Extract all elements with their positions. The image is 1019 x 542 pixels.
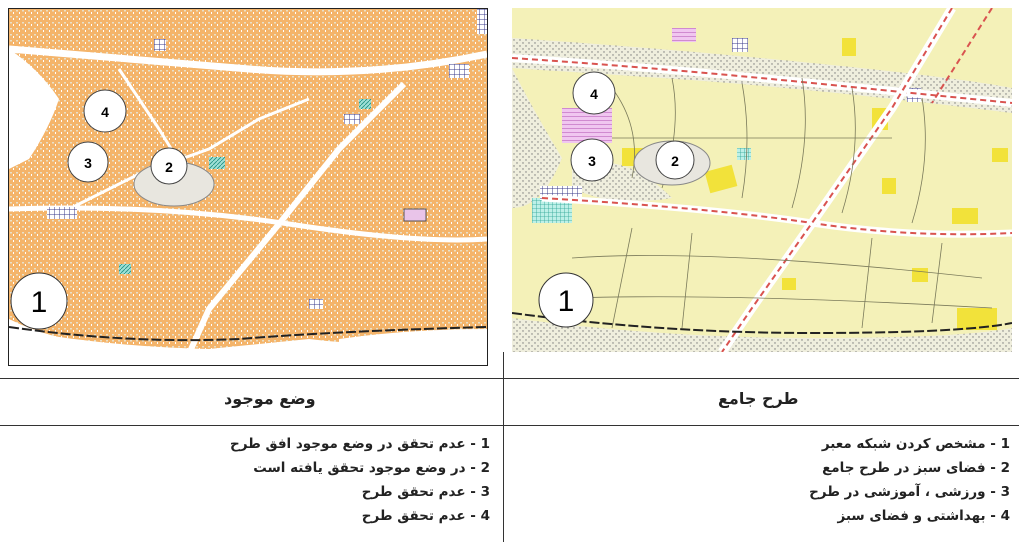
master-plan-title: طرح جامع (718, 389, 799, 408)
plan-zone-1-marker: 1 (538, 272, 594, 328)
svg-text:4: 4 (590, 86, 598, 102)
existing-legend-item: 1 - عدم تحقق در وضع موجود افق طرح (230, 436, 490, 452)
plan-legend-item: 1 - مشخص کردن شبکه معبر (821, 436, 1010, 452)
existing-legend-item: 4 - عدم تحقق طرح (361, 508, 490, 524)
master-plan-map-graphic: 4 3 2 1 (512, 8, 1012, 352)
plan-legend-item: 3 - ورزشی ، آموزشی در طرح (809, 484, 1010, 500)
column-separator (503, 352, 504, 542)
existing-condition-map: 4 3 2 1 (8, 8, 488, 366)
existing-title: وضع موجود (224, 389, 316, 408)
svg-text:3: 3 (84, 155, 92, 171)
plan-zone-3-marker: 3 (570, 138, 614, 182)
master-plan-map: 4 3 2 1 (512, 8, 1012, 352)
master-plan-header: طرح جامع (504, 378, 1019, 426)
existing-legend-item: 2 - در وضع موجود تحقق یافته است (253, 460, 490, 476)
svg-text:2: 2 (671, 153, 679, 169)
existing-zone-1-marker: 1 (10, 272, 68, 330)
existing-header: وضع موجود (0, 378, 504, 426)
master-plan-legend: 1 - مشخص کردن شبکه معبر 2 - فضای سبز در … (772, 432, 1010, 528)
plan-legend-item: 4 - بهداشتی و فضای سبز (837, 508, 1010, 524)
existing-legend: 1 - عدم تحقق در وضع موجود افق طرح 2 - در… (150, 432, 490, 528)
svg-text:1: 1 (558, 285, 575, 318)
existing-zone-3-marker: 3 (67, 141, 109, 183)
svg-text:1: 1 (31, 286, 48, 319)
plan-zone-4-marker: 4 (572, 71, 616, 115)
plan-legend-item: 2 - فضای سبز در طرح جامع (822, 460, 1010, 476)
existing-zone-2-marker: 2 (150, 147, 188, 185)
svg-text:3: 3 (588, 153, 596, 169)
plan-zone-2-marker: 2 (655, 140, 695, 180)
existing-map-graphic: 4 3 2 1 (9, 9, 487, 365)
existing-legend-item: 3 - عدم تحقق طرح (361, 484, 490, 500)
svg-text:2: 2 (165, 159, 173, 175)
existing-zone-4-marker: 4 (83, 89, 127, 133)
svg-text:4: 4 (101, 104, 109, 120)
